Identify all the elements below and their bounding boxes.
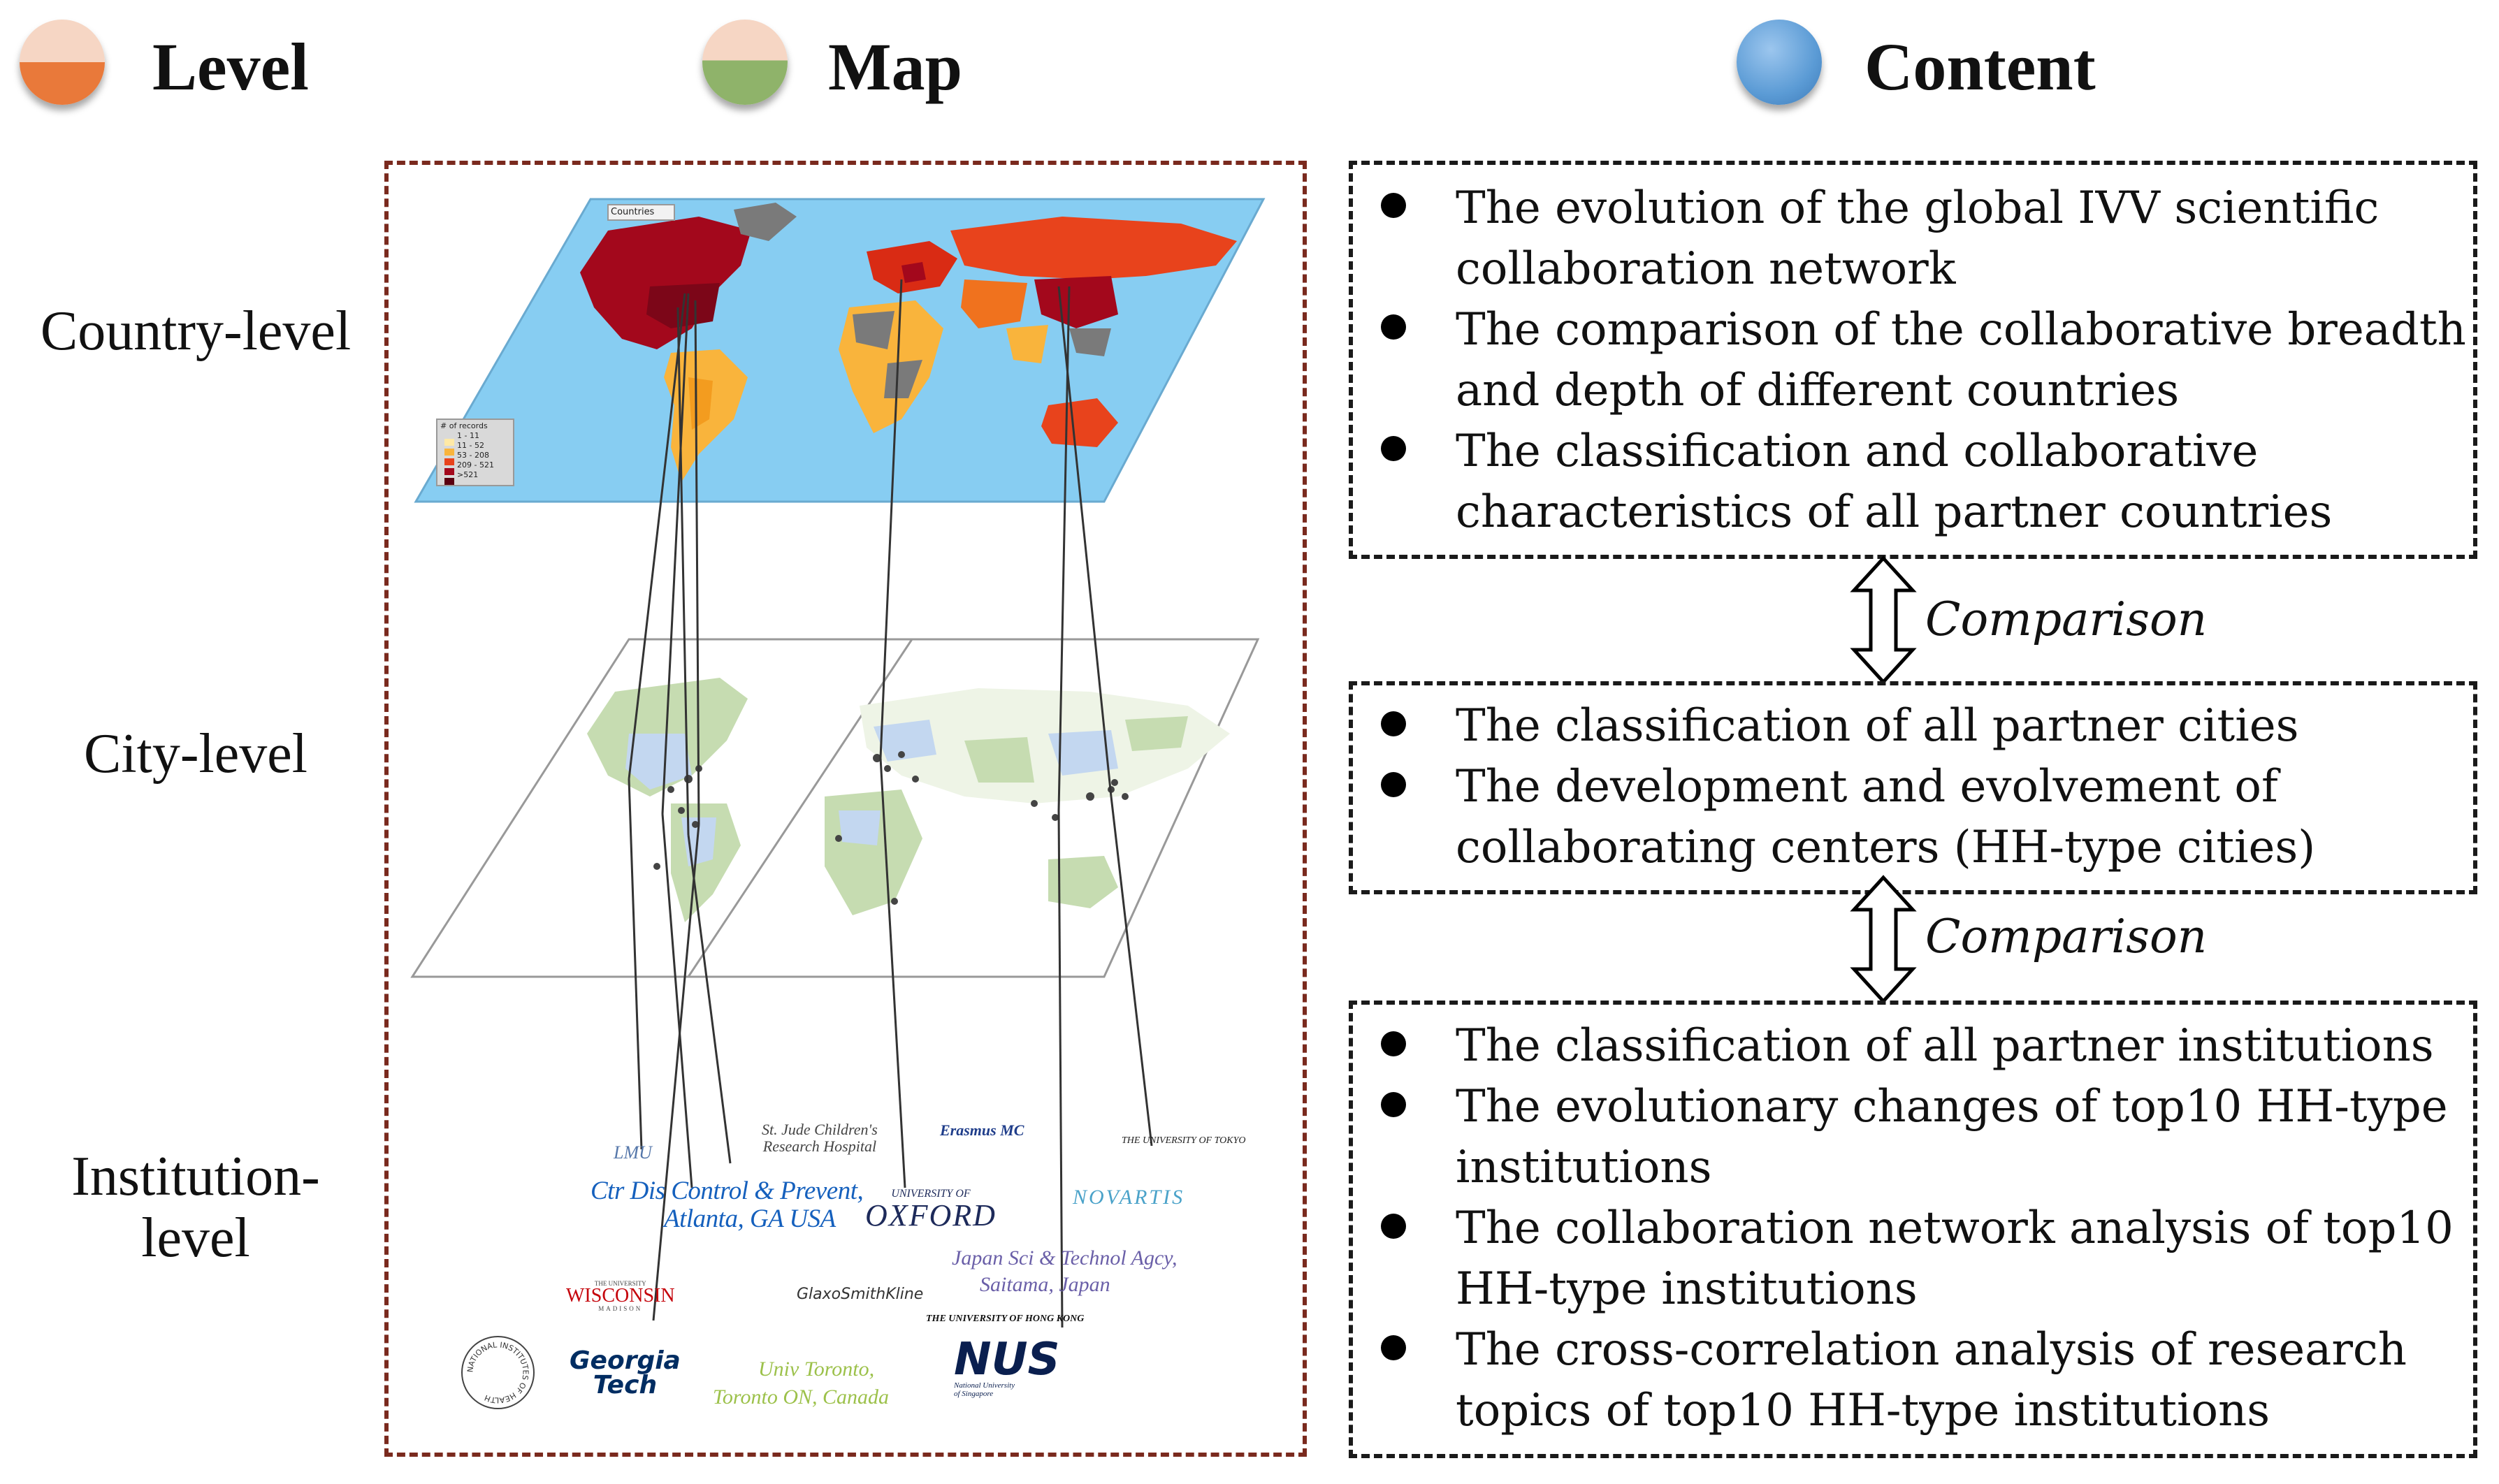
logo-japan-line2: Saitama, Japan [980,1273,1110,1296]
content-box-city [1349,681,2477,894]
bullet-icon [1381,772,1406,797]
comparison-label: Comparison [1925,592,2208,646]
logo-nus-sub2: of Singapore [954,1390,994,1398]
logo-erasmus: Erasmus MC [940,1121,1024,1139]
logo-japan-sci: Japan Sci & Technol Agcy, Saitama, Japan [952,1245,1177,1298]
bullet-icon [1381,436,1406,461]
content-institution-item-4: The cross-correlation analysis of resear… [1456,1320,2476,1441]
content-country-item-2-line1: The comparison of the collaborative brea… [1456,304,2466,356]
logo-novartis: NOVARTIS [1073,1186,1185,1209]
content-institution-item-3: The collaboration network analysis of to… [1456,1198,2476,1320]
level-header: Level [152,29,309,104]
content-country-item-1-line1: The evolution of the global IVV scientif… [1456,182,2380,234]
content-institution-item-2: The evolutionary changes of top10 HH-typ… [1456,1077,2476,1198]
logo-st-jude: St. Jude Children's Research Hospital [762,1121,878,1155]
nih-seal-text: NATIONAL INSTITUTES OF HEALTH [465,1340,530,1404]
content-institution-item-2-line1: The evolutionary changes of top10 HH-typ… [1456,1081,2448,1133]
logo-nus: NUS National University of Singapore [954,1334,1060,1398]
content-institution-item-4-line1: The cross-correlation analysis of resear… [1456,1324,2407,1376]
logo-oxford-main: OXFORD [865,1198,997,1232]
logo-st-jude-line1: St. Jude Children's [762,1121,878,1138]
map-ball-icon [702,20,788,105]
bullet-icon [1381,711,1406,736]
logo-georgia-line1: Georgia [570,1346,681,1375]
logo-japan-line1: Japan Sci & Technol Agcy, [952,1246,1178,1270]
map-legend-item: 209 - 521 [457,460,494,470]
content-box-country [1349,161,2477,559]
logo-hku: THE UNIVERSITY OF HONG KONG [926,1314,1085,1324]
content-institution-item-2-line2: institutions [1456,1142,1712,1193]
map-legend-item: 53 - 208 [457,451,489,460]
nih-seal-svg: NATIONAL INSTITUTES OF HEALTH [465,1340,530,1404]
map-legend-title: # of records [440,421,488,430]
bullet-icon [1381,1031,1406,1056]
city-level-map [410,638,1260,978]
institution-level-label: Institution- level [14,1146,377,1269]
map-legend-item: >521 [457,470,479,479]
city-level-label: City-level [84,723,307,785]
double-arrow-icon [1850,875,1917,1004]
content-city-item-1: The classification of all partner cities [1456,700,2299,752]
content-institution-item-1: The classification of all partner instit… [1456,1020,2434,1072]
content-city-item-2: The development and evolvement of collab… [1456,757,2476,878]
institution-level-line2: level [141,1207,250,1269]
country-level-label: Country-level [40,300,352,362]
institution-level-line1: Institution- [71,1146,320,1207]
bullet-icon [1381,1092,1406,1117]
logo-nus-sub1: National University [954,1381,1015,1390]
svg-text:NATIONAL INSTITUTES OF HEALTH: NATIONAL INSTITUTES OF HEALTH [465,1340,530,1404]
map-legend-item: 1 - 11 [457,431,479,440]
bullet-icon [1381,193,1406,218]
content-country-item-2: The comparison of the collaborative brea… [1456,300,2476,421]
map-legend-item: 11 - 52 [457,441,484,450]
logo-tokyo: THE UNIVERSITY OF TOKYO [1122,1135,1246,1146]
country-level-map [414,198,1266,503]
logo-oxford-small: UNIVERSITY OF [891,1188,971,1200]
content-institution-item-3-line2: HH-type institutions [1456,1263,1918,1315]
logo-oxford: UNIVERSITY OF OXFORD [865,1188,997,1231]
logo-nus-main: NUS [954,1334,1060,1385]
content-country-item-3: The classification and collaborative cha… [1456,421,2476,543]
logo-georgia-tech: Georgia Tech [570,1346,681,1399]
logo-lmu: LMU [614,1142,652,1163]
content-box-institution [1349,1001,2477,1458]
content-institution-item-4-line2: topics of top10 HH-type institutions [1456,1385,2270,1436]
logo-nih-seal-icon: NATIONAL INSTITUTES OF HEALTH [461,1336,535,1409]
comparison-label: Comparison [1925,910,2208,963]
logo-toronto-line2: Toronto ON, Canada [713,1385,890,1409]
content-city-item-2-line1: The development and evolvement of [1456,761,2278,813]
double-arrow-icon [1850,555,1917,685]
map-countries-tab[interactable]: Countries [611,207,655,217]
content-country-item-2-line2: and depth of different countries [1456,365,2180,416]
content-country-item-1-line2: collaboration network [1456,243,1956,295]
content-ball-icon [1737,20,1822,105]
logo-st-jude-line2: Research Hospital [762,1137,877,1155]
content-country-item-1: The evolution of the global IVV scientif… [1456,178,2476,300]
bullet-icon [1381,1335,1406,1360]
logo-wisconsin-bottom: MADISON [598,1305,643,1312]
connection-lines [628,279,1153,1328]
level-ball-icon [20,20,105,105]
content-header: Content [1864,29,2096,104]
content-institution-item-3-line1: The collaboration network analysis of to… [1456,1202,2454,1254]
content-city-item-2-line2: collaborating centers (HH-type cities) [1456,822,2316,873]
bullet-icon [1381,314,1406,340]
logo-cdc: Ctr Dis Control & Prevent, Atlanta, GA U… [591,1177,864,1233]
logo-toronto-line1: Univ Toronto, [758,1358,875,1381]
map-panel [384,161,1307,1457]
logo-toronto: Univ Toronto, Toronto ON, Canada [713,1355,889,1411]
map-header: Map [828,29,962,104]
logo-cdc-line2: Atlanta, GA USA [664,1205,836,1233]
logo-cdc-line1: Ctr Dis Control & Prevent, [591,1177,864,1205]
content-country-item-3-line2: characteristics of all partner countries [1456,486,2333,538]
logo-wisconsin: THE UNIVERSITY WISCONSIN MADISON [566,1280,675,1312]
bullet-icon [1381,1214,1406,1239]
content-country-item-3-line1: The classification and collaborative [1456,425,2259,477]
logo-gsk: GlaxoSmithKline [797,1286,924,1303]
logo-wisconsin-top: THE UNIVERSITY [594,1280,646,1287]
map-legend: # of records 1 - 11 11 - 52 53 - 208 209… [440,421,510,480]
logo-georgia-line2: Tech [593,1371,658,1399]
logo-wisconsin-main: WISCONSIN [566,1285,675,1307]
